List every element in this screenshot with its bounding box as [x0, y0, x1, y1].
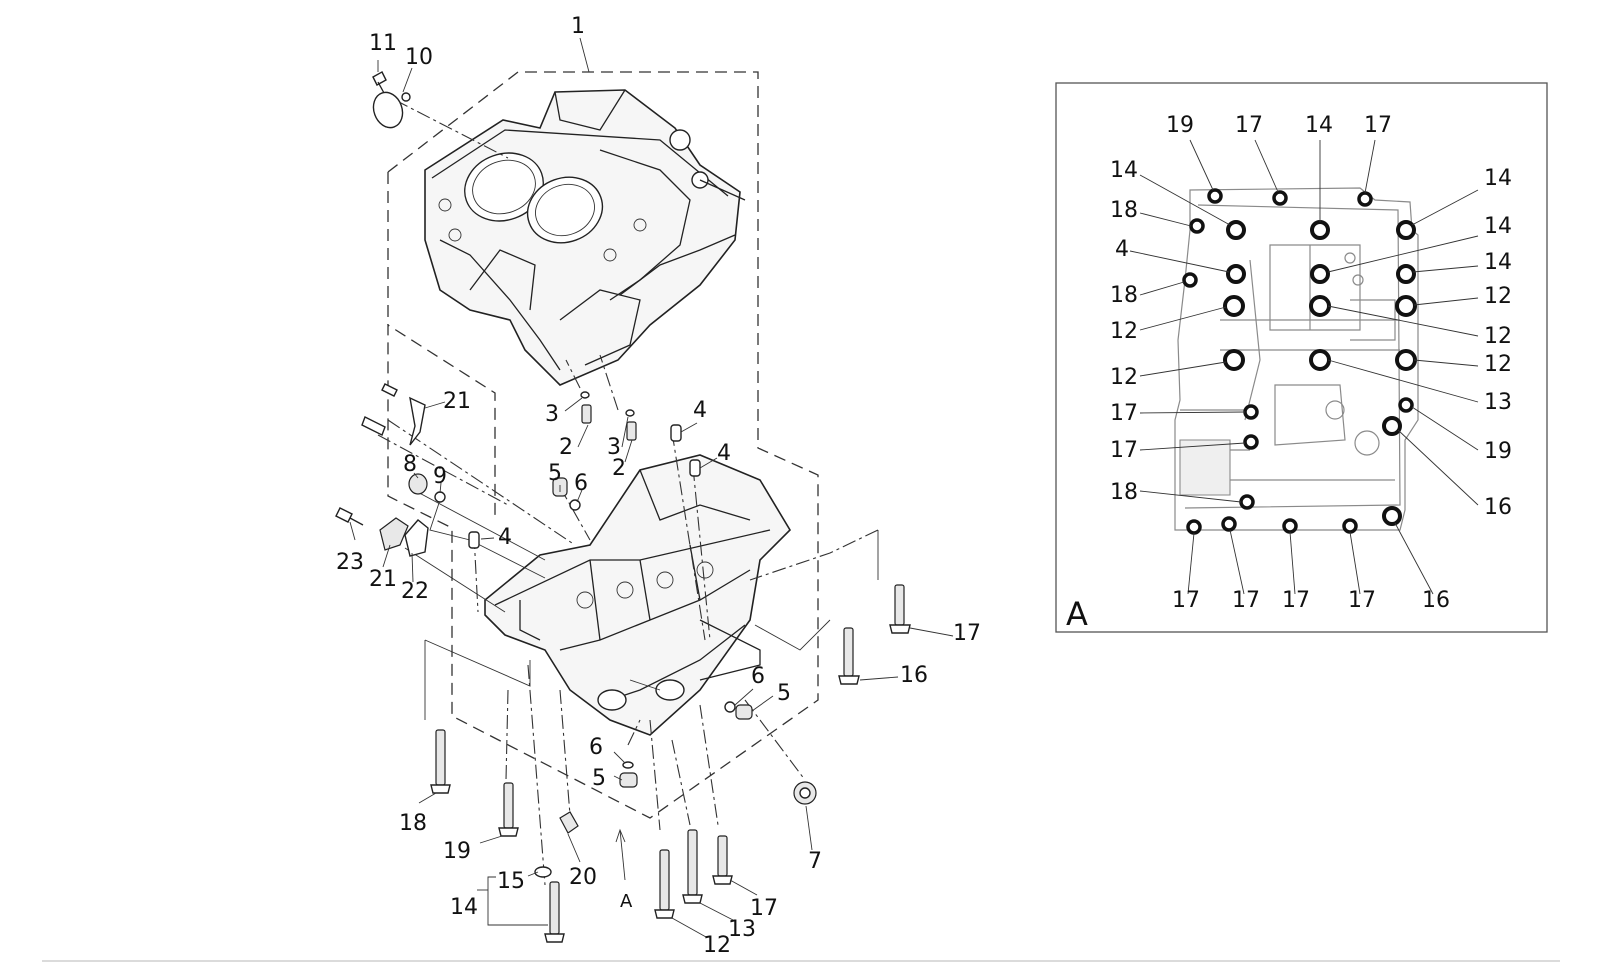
inset-callout-label: 12	[1110, 319, 1138, 344]
label-4-left: 4	[498, 525, 512, 550]
label-4-top: 4	[693, 398, 707, 423]
inset-callout-label: 17	[1282, 588, 1310, 613]
label-5-right: 5	[777, 681, 791, 706]
inset-callout-label: 4	[1115, 237, 1129, 262]
label-2-right: 2	[612, 456, 626, 481]
inset-frame	[1055, 82, 1548, 633]
label-19: 19	[443, 839, 471, 864]
inset-view-letter: A	[1066, 595, 1088, 633]
label-5-bottom: 5	[592, 766, 606, 791]
inset-callout-label: 14	[1305, 113, 1333, 138]
inset-callout-label: 12	[1484, 324, 1512, 349]
label-12: 12	[703, 933, 731, 958]
label-18: 18	[399, 811, 427, 836]
main-labels: 1 11 10 21 3 2 3 2 4 4 8 9 5 6 4 23 21 2…	[336, 14, 981, 958]
label-17-right: 17	[953, 621, 981, 646]
label-10: 10	[405, 45, 433, 70]
label-15: 15	[497, 869, 525, 894]
inset-callout-label: 17	[1348, 588, 1376, 613]
label-3-left: 3	[545, 402, 559, 427]
inset-view-a: 19 17 14 17 14 18 4 18 12 12 17 17 18 14…	[1055, 82, 1548, 633]
inset-callout-label: 19	[1484, 439, 1512, 464]
label-21-left: 21	[369, 567, 397, 592]
label-11: 11	[369, 31, 397, 56]
inset-callout-label: 14	[1484, 214, 1512, 239]
label-9: 9	[433, 464, 447, 489]
view-arrow-a-label: A	[620, 891, 633, 912]
label-20: 20	[569, 865, 597, 890]
assembly-dashed-outline	[387, 71, 819, 819]
inset-callout-label: 12	[1484, 352, 1512, 377]
inset-callout-label: 17	[1110, 438, 1138, 463]
inset-callout-label: 18	[1110, 198, 1138, 223]
inset-callout-label: 16	[1422, 588, 1450, 613]
inset-callout-label: 14	[1484, 166, 1512, 191]
label-7: 7	[808, 849, 822, 874]
label-14: 14	[450, 895, 478, 920]
label-13: 13	[728, 917, 756, 942]
inset-callout-label: 17	[1110, 401, 1138, 426]
label-6-top: 6	[574, 471, 588, 496]
label-21-top: 21	[443, 389, 471, 414]
inset-callout-label: 17	[1232, 588, 1260, 613]
label-23: 23	[336, 550, 364, 575]
inset-callout-label: 17	[1235, 113, 1263, 138]
inset-callout-label: 18	[1110, 283, 1138, 308]
label-8: 8	[403, 452, 417, 477]
inset-callout-label: 14	[1484, 250, 1512, 275]
inset-callout-label: 17	[1364, 113, 1392, 138]
label-2-left: 2	[559, 435, 573, 460]
label-5-top: 5	[548, 461, 562, 486]
label-3-right: 3	[607, 435, 621, 460]
inset-callout-label: 14	[1110, 158, 1138, 183]
small-parts	[335, 71, 911, 943]
inset-bolt-positions	[1182, 188, 1417, 535]
lower-crankcase	[484, 454, 792, 736]
label-6-right: 6	[751, 664, 765, 689]
assembly-lines	[377, 99, 879, 886]
inset-callout-label: 17	[1172, 588, 1200, 613]
inset-callout-label: 18	[1110, 480, 1138, 505]
inset-callout-label: 12	[1110, 365, 1138, 390]
inset-leaders	[1129, 139, 1479, 595]
label-17-bottom: 17	[750, 896, 778, 921]
inset-labels: 19 17 14 17 14 18 4 18 12 12 17 17 18 14…	[1066, 113, 1512, 633]
upper-crankcase	[424, 89, 746, 386]
main-label-leaders	[349, 37, 954, 938]
inset-callout-label: 12	[1484, 284, 1512, 309]
inset-callout-label: 16	[1484, 495, 1512, 520]
label-4-mid: 4	[717, 441, 731, 466]
label-16: 16	[900, 663, 928, 688]
label-22: 22	[401, 579, 429, 604]
inset-callout-label: 13	[1484, 390, 1512, 415]
label-6-bottom: 6	[589, 735, 603, 760]
label-1: 1	[571, 14, 585, 39]
inset-callout-label: 19	[1166, 113, 1194, 138]
